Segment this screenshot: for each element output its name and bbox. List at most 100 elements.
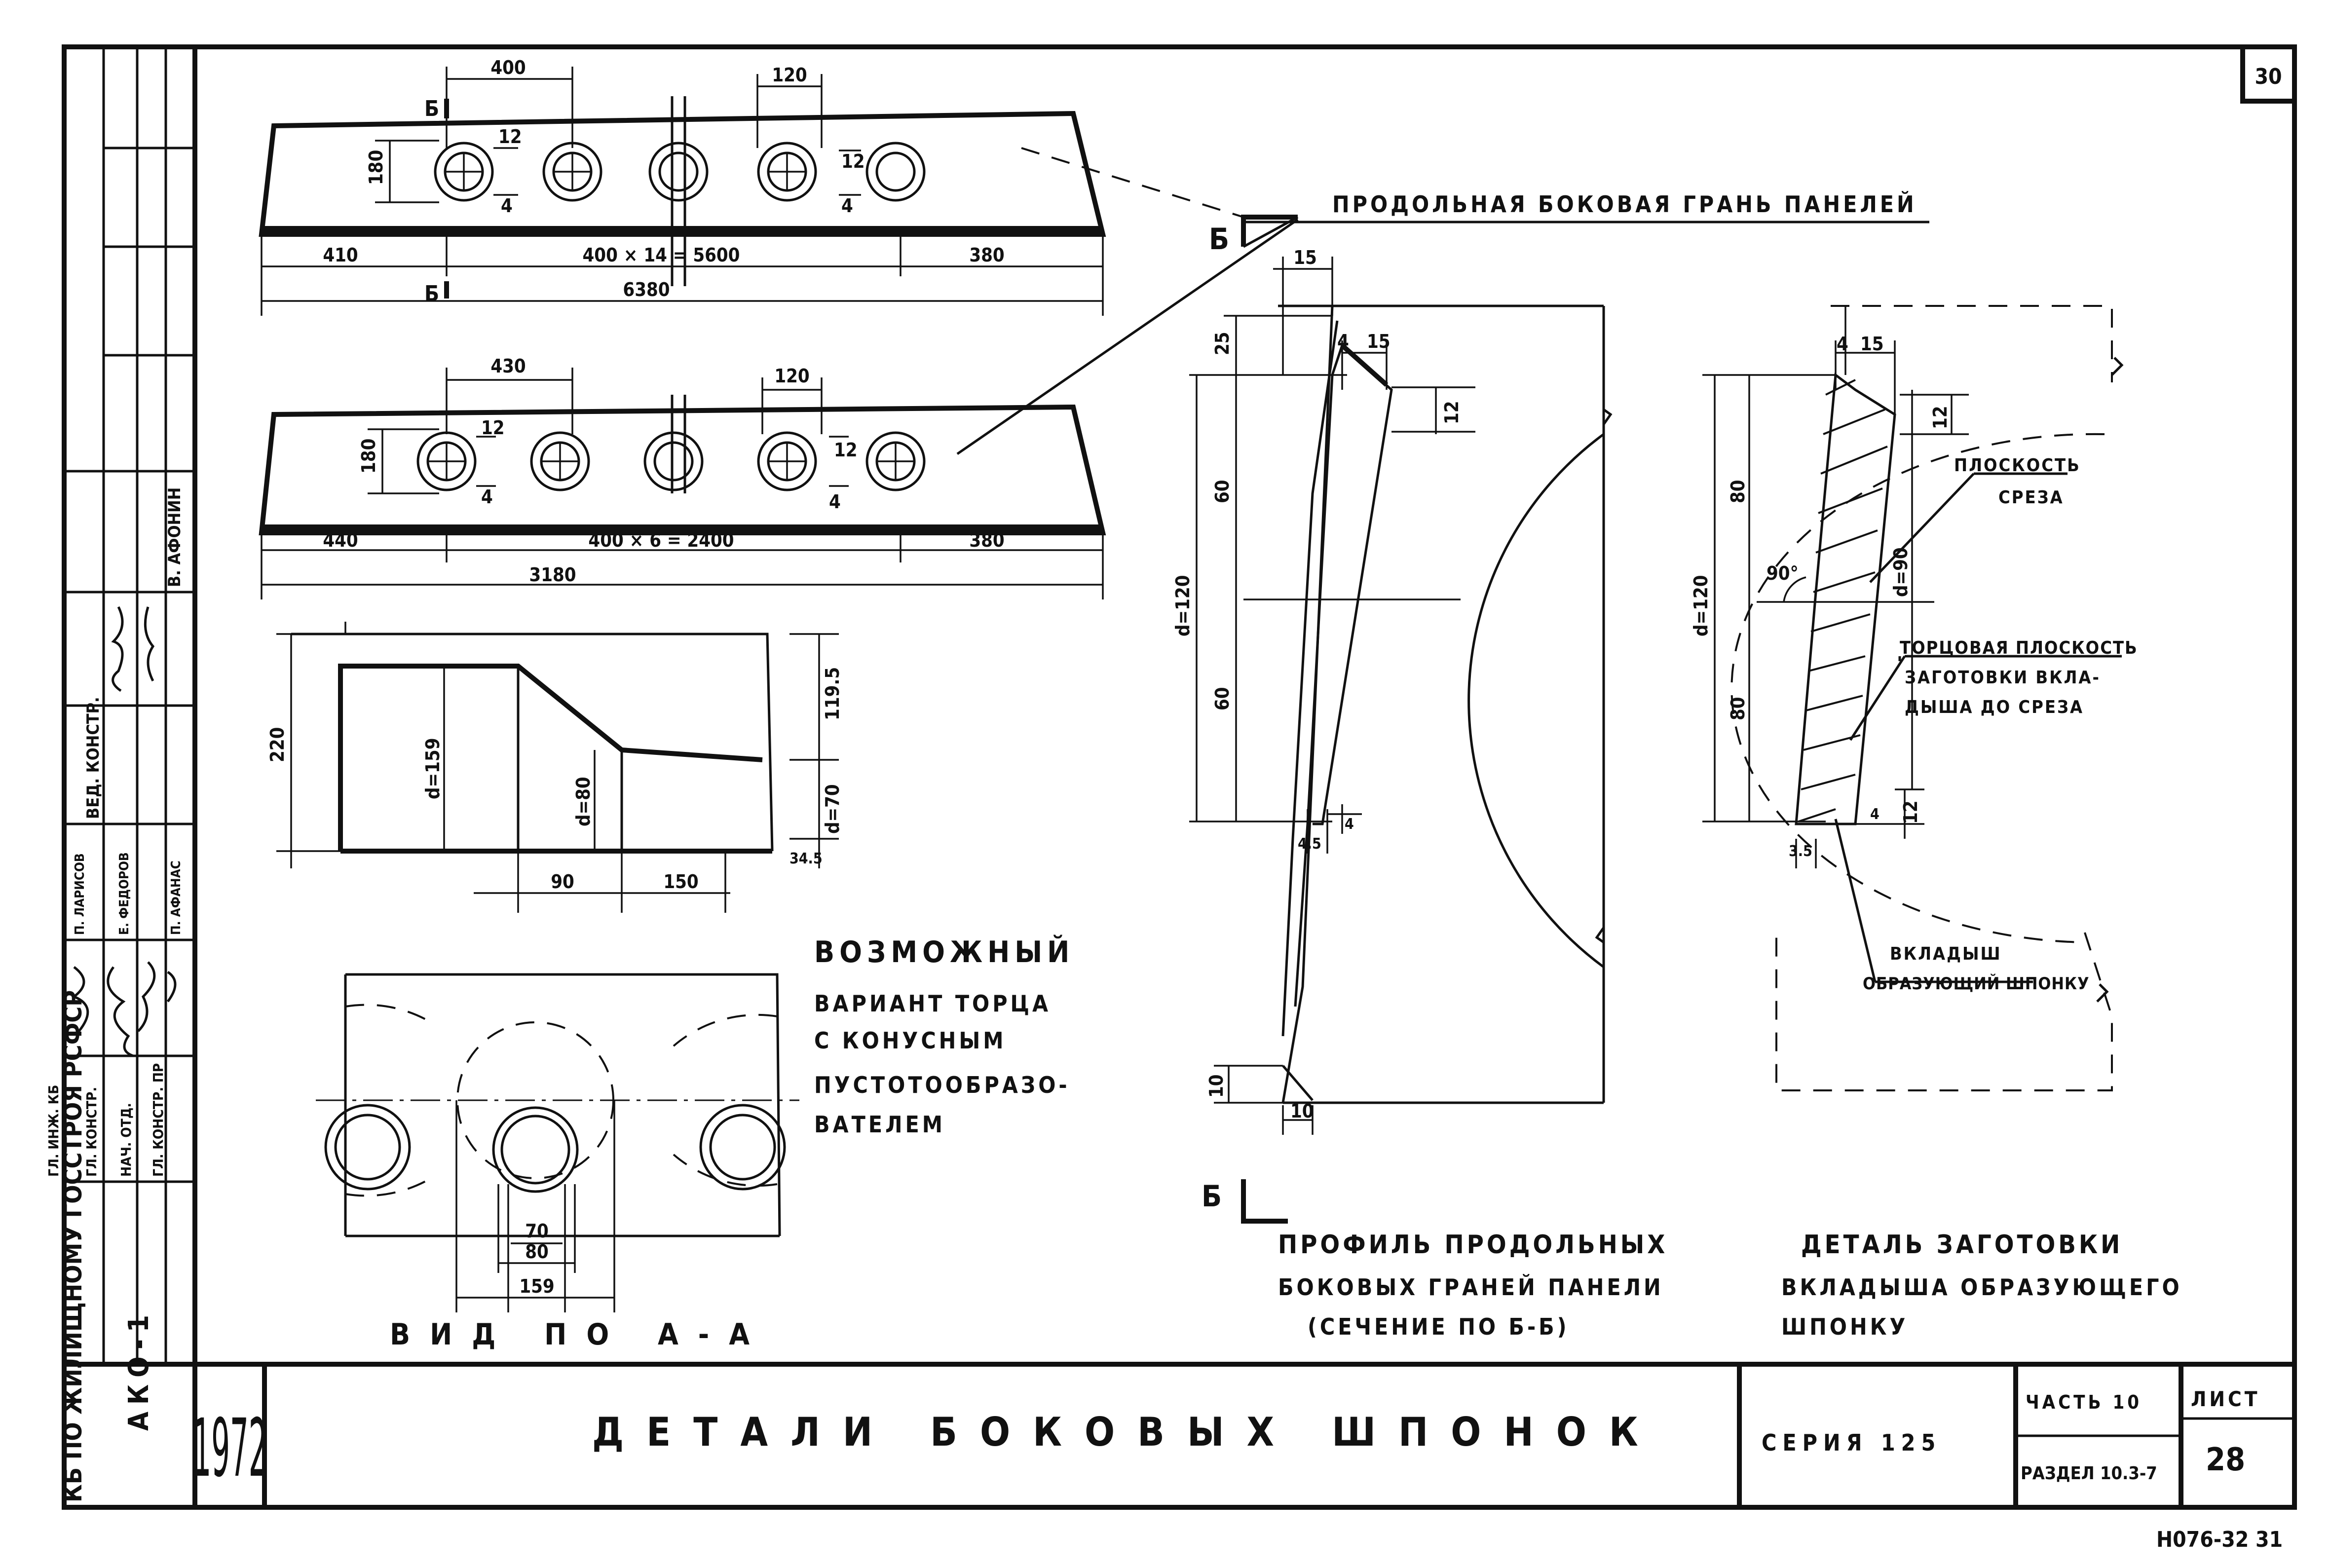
p1-dim-total: 6380 (623, 279, 670, 300)
p1-dim-s12b: 12 (841, 150, 865, 172)
series: СЕРИЯ 125 (1762, 1429, 1941, 1456)
id-dim-d90: d=90 (1890, 547, 1912, 597)
ev-dim-345: 34.5 (790, 850, 823, 867)
pr-dim-12: 12 (1441, 401, 1463, 424)
p2-dim-right: 380 (969, 529, 1004, 551)
p1-dim-top-right: 120 (772, 64, 807, 86)
p2-dim-s4: 4 (481, 486, 493, 508)
pr-dim-d120: d=120 (1172, 575, 1194, 636)
p1-dim-s4b: 4 (841, 195, 853, 217)
caption-detail-l3: ШПОНКУ (1781, 1313, 1908, 1340)
id-dim-12: 12 (1929, 406, 1951, 429)
stamp-role-ved-konstr: ВЕД. КОНСТР. (83, 697, 103, 819)
pr-dim-60b: 60 (1211, 687, 1233, 710)
id-dim-4b: 4 (1870, 806, 1880, 823)
drawing-title: ДЕТАЛИ БОКОВЫХ ШПОНОК (592, 1409, 1661, 1455)
p2-dim-top-left: 430 (490, 355, 526, 377)
p2-dim-s12: 12 (481, 417, 505, 439)
view-a-a (316, 973, 799, 1312)
label-end-plane-l2: ЗАГОТОВКИ ВКЛА- (1905, 668, 2101, 688)
caption-longitudinal-face: ПРОДОЛЬНАЯ БОКОВАЯ ГРАНЬ ПАНЕЛЕЙ (1332, 191, 1917, 218)
caption-detail-l1: ДЕТАЛЬ ЗАГОТОВКИ (1801, 1230, 2123, 1260)
end-variant-section (276, 622, 839, 913)
va-dim-80: 80 (525, 1241, 549, 1263)
p1-dim-height: 180 (365, 150, 387, 185)
ev-dim-d80: d=80 (572, 777, 594, 826)
sheet-number-top: 30 (2255, 64, 2282, 89)
pr-dim-60a: 60 (1211, 480, 1233, 503)
p1-dim-mid: 400 × 14 = 5600 (583, 244, 740, 266)
pr-dim-10b: 10 (1290, 1100, 1314, 1122)
p2-dim-s4b: 4 (829, 491, 841, 513)
title-block (262, 1364, 2294, 1507)
p1-section-mark-top: Б (424, 96, 439, 121)
sheet-label: ЛИСТ (2191, 1387, 2260, 1411)
pr-dim-15a: 15 (1293, 247, 1317, 268)
caption-profile-l1: ПРОФИЛЬ ПРОДОЛЬНЫХ (1278, 1230, 1668, 1260)
id-dim-80b: 80 (1727, 697, 1749, 720)
label-insert-l2: ОБРАЗУЮЩИЙ ШПОНКУ (1863, 973, 2090, 994)
year: 1972 (192, 1402, 267, 1495)
p1-dim-s4: 4 (501, 195, 513, 217)
ev-dim-1195: 119.5 (822, 667, 843, 720)
id-dim-90deg: 90° (1767, 562, 1799, 584)
leader-lines (956, 147, 1929, 455)
stamp-role-gl-inzh: ГЛ. ИНЖ. КБ (45, 1085, 62, 1177)
sheet-value: 28 (2206, 1442, 2245, 1478)
panel-2-elevation (259, 368, 1106, 599)
id-dim-4: 4 (1837, 333, 1848, 355)
section: РАЗДЕЛ 10.3-7 (2021, 1463, 2157, 1484)
stamp-role-nach-otd: НАЧ. ОТД. (118, 1103, 134, 1177)
ev-dim-height: 220 (266, 727, 288, 762)
caption-view-aa: ВИД ПО А-А (390, 1317, 769, 1352)
panel-1-elevation (259, 67, 1106, 316)
id-dim-15: 15 (1860, 333, 1884, 355)
stamp-role-gl-konstr: ГЛ. КОНСТР. (83, 1087, 100, 1177)
caption-variant-l3: С КОНУСНЫМ (814, 1027, 1006, 1054)
caption-variant-l2: ВАРИАНТ ТОРЦА (814, 990, 1051, 1017)
label-end-plane-l3: ДЫША ДО СРЕЗА (1905, 697, 2084, 717)
p2-dim-height: 180 (358, 439, 379, 474)
stamp-role-gl-konstr-pr: ГЛ. КОНСТР. ПР (150, 1063, 166, 1177)
p2-dim-top-right: 120 (774, 365, 809, 387)
stamp-name-larisov: П. ЛАРИСОВ (73, 853, 87, 935)
pr-dim-45: 4.5 (1298, 835, 1321, 853)
void-circles-panel-2 (416, 431, 926, 491)
void-circles-panel-1 (434, 142, 926, 202)
label-insert-l1: ВКЛАДЫШ (1890, 944, 2002, 964)
archive-number: Н076-32 31 (2156, 1527, 2283, 1552)
org-name: КБ ПО ЖИЛИЩНОМУ ГОССТРОЯ РСФСР (59, 990, 87, 1502)
label-cut-plane-l2: СРЕЗА (1998, 487, 2064, 508)
ev-dim-d70: d=70 (822, 784, 843, 834)
pr-dim-4: 4 (1337, 331, 1349, 352)
id-dim-80a: 80 (1727, 480, 1749, 503)
section-mark-b-top: Б (1209, 222, 1234, 257)
p2-dim-total: 3180 (529, 564, 576, 586)
ev-dim-90: 90 (551, 871, 574, 893)
stamp-name-afanas: П. АФАНАС (169, 860, 184, 935)
p1-dim-right: 380 (969, 244, 1004, 266)
caption-detail-l2: ВКЛАДЫША ОБРАЗУЮЩЕГО (1781, 1274, 2182, 1301)
p2-dim-mid: 400 × 6 = 2400 (588, 529, 734, 551)
p1-dim-s12: 12 (498, 126, 522, 148)
caption-variant-l1: ВОЗМОЖНЫЙ (814, 934, 1074, 970)
pr-dim-4b: 4 (1345, 816, 1354, 833)
ev-dim-d159: d=159 (422, 738, 444, 799)
p1-dim-top-left: 400 (490, 57, 526, 78)
p2-dim-left: 440 (323, 529, 358, 551)
id-dim-12b: 12 (1900, 800, 1921, 824)
sheet-frame (62, 44, 2297, 1510)
caption-variant-l5: ВАТЕЛЕМ (814, 1111, 945, 1138)
ev-dim-150: 150 (663, 871, 698, 893)
va-dim-70: 70 (525, 1220, 549, 1242)
id-dim-d120: d=120 (1690, 575, 1712, 636)
insert-detail (1702, 305, 2124, 1091)
stamp-name-afonin: В. АФОНИН (165, 487, 185, 587)
pr-dim-25: 25 (1211, 332, 1233, 355)
p1-section-mark-bottom: Б (424, 281, 439, 306)
doc-code: АКО-1 (123, 1308, 155, 1431)
id-dim-35: 3.5 (1789, 843, 1812, 860)
insert-hatch (1798, 379, 1888, 822)
pr-dim-15b: 15 (1367, 331, 1391, 352)
